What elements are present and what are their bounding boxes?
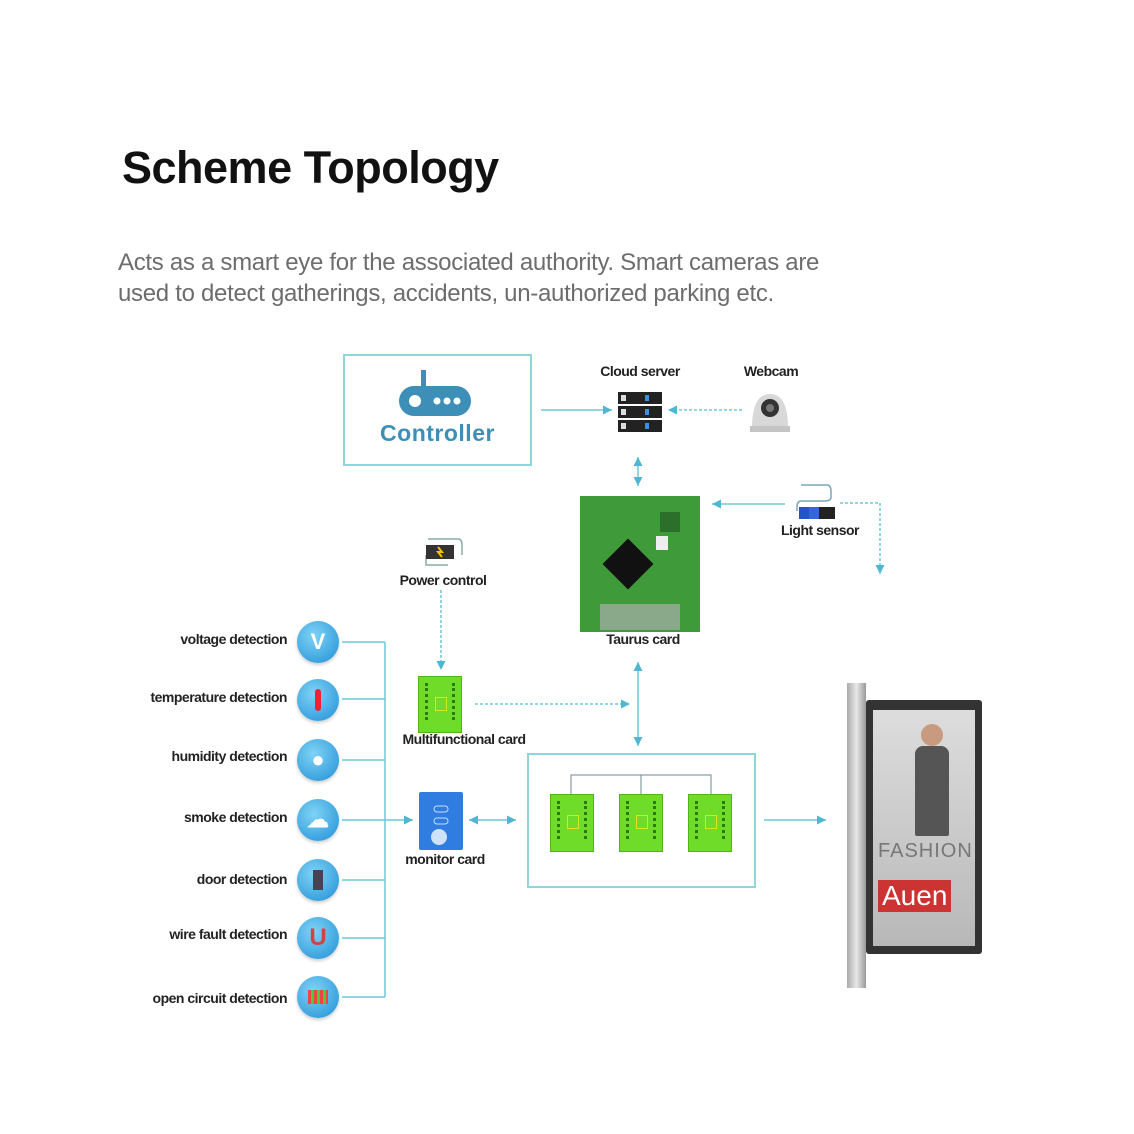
poster-model-head: [921, 724, 943, 746]
detection-label-wire-fault: wire fault detection: [169, 926, 287, 942]
router-icon: [399, 370, 471, 416]
subtitle-line-1: Acts as a smart eye for the associated a…: [118, 249, 820, 276]
door-icon: [297, 859, 339, 901]
controller-label: Controller: [380, 420, 495, 446]
poster-ad: FASHION Auen: [873, 710, 975, 946]
multifunctional-card-label: Multifunctional card: [402, 731, 527, 747]
poster-model-body: [915, 746, 949, 836]
receiver-bus: [570, 774, 712, 794]
poster-text-1: FASHION: [878, 840, 973, 862]
circuit-grid-icon: [297, 976, 339, 1018]
receiver-cards-box: [527, 753, 756, 888]
receiver-card-1: [550, 794, 594, 852]
detection-label-open-circuit: open circuit detection: [152, 990, 288, 1006]
detection-label-smoke: smoke detection: [184, 809, 287, 825]
controller-box: Controller: [343, 354, 532, 466]
webcam-label: Webcam: [743, 363, 799, 379]
server-icon: [618, 392, 662, 432]
smoke-cloud-icon: ☁: [297, 799, 339, 841]
magnet-wire-icon: U: [297, 917, 339, 959]
detection-label-voltage: voltage detection: [180, 631, 287, 647]
subtitle-line-2: used to detect gatherings, accidents, un…: [118, 280, 774, 307]
water-drop-icon: ●: [297, 739, 339, 781]
receiver-card-3: [688, 794, 732, 852]
power-control-icon: [425, 538, 463, 566]
detection-label-temperature: temperature detection: [150, 689, 287, 705]
taurus-board-icon: [580, 496, 700, 632]
cloud-server-label: Cloud server: [600, 363, 680, 379]
receiver-card-2: [619, 794, 663, 852]
webcam-icon: [750, 394, 790, 432]
power-control-label: Power control: [399, 572, 487, 588]
taurus-card-label: Taurus card: [606, 631, 680, 647]
pole-display-screen: FASHION Auen: [866, 700, 982, 954]
monitor-card-label: monitor card: [405, 851, 485, 867]
page-subtitle: Acts as a smart eye for the associated a…: [118, 247, 938, 309]
multifunctional-card-icon: [418, 676, 462, 733]
detection-label-door: door detection: [196, 871, 288, 887]
lamp-pole: [847, 683, 866, 988]
voltage-icon: V: [297, 621, 339, 663]
poster-text-2: Auen: [878, 880, 952, 912]
monitor-card-icon: [419, 792, 463, 850]
thermometer-icon: [297, 679, 339, 721]
light-sensor-label: Light sensor: [780, 522, 860, 538]
detection-label-humidity: humidity detection: [171, 748, 288, 764]
light-sensor-to-display: [840, 502, 885, 574]
page-title: Scheme Topology: [122, 142, 499, 193]
light-sensor-icon: [796, 484, 835, 519]
